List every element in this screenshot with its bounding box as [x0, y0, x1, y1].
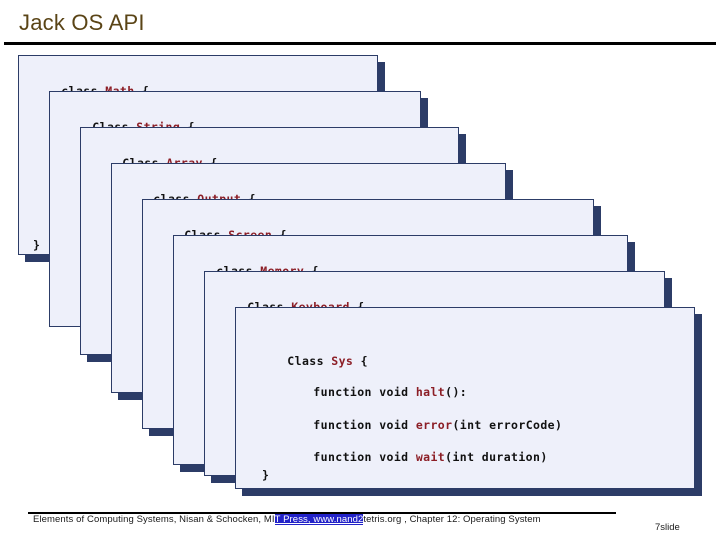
class-box-sys[interactable] [235, 307, 695, 489]
function-prefix: function void [313, 450, 416, 464]
open-brace: { [360, 354, 368, 368]
function-prefix: function void [313, 385, 416, 399]
footer-text-part2: tetris.org , Chapter 12: Operating Syste… [363, 514, 541, 525]
function-signature-halt: function void halt(): [284, 371, 467, 413]
title-divider [4, 42, 716, 45]
function-signature-error: function void error(int errorCode) [284, 404, 562, 446]
box-shadow-output-bottom [118, 393, 163, 400]
class-name: Sys [331, 354, 354, 368]
function-suffix: (int duration) [445, 450, 548, 464]
class-header-sys: Class Sys { [258, 340, 368, 382]
footer-link[interactable]: T Press, www.nand2 [274, 514, 364, 525]
footer-divider [28, 512, 616, 514]
box-shadow-sys [695, 314, 702, 496]
function-suffix: (int errorCode) [452, 418, 563, 432]
box-shadow-math-bottom [25, 255, 65, 262]
function-prefix: function void [313, 418, 416, 432]
close-brace-math: } [33, 238, 40, 252]
close-brace-sys: } [262, 468, 269, 482]
function-name: halt [415, 385, 446, 399]
class-keyword: Class [287, 354, 324, 368]
function-name: wait [415, 450, 446, 464]
box-shadow-array-bottom [87, 355, 132, 362]
page-title: Jack OS API [19, 10, 145, 35]
function-suffix: (): [445, 385, 468, 399]
function-signature-wait: function void wait(int duration) [284, 436, 548, 478]
slide-number: 7slide [655, 522, 680, 533]
footer-text-part1: Elements of Computing Systems, Nisan & S… [33, 514, 275, 525]
footer-citation: Elements of Computing Systems, Nisan & S… [33, 514, 541, 525]
box-shadow-sys-bottom [242, 489, 695, 496]
function-name: error [415, 418, 453, 432]
